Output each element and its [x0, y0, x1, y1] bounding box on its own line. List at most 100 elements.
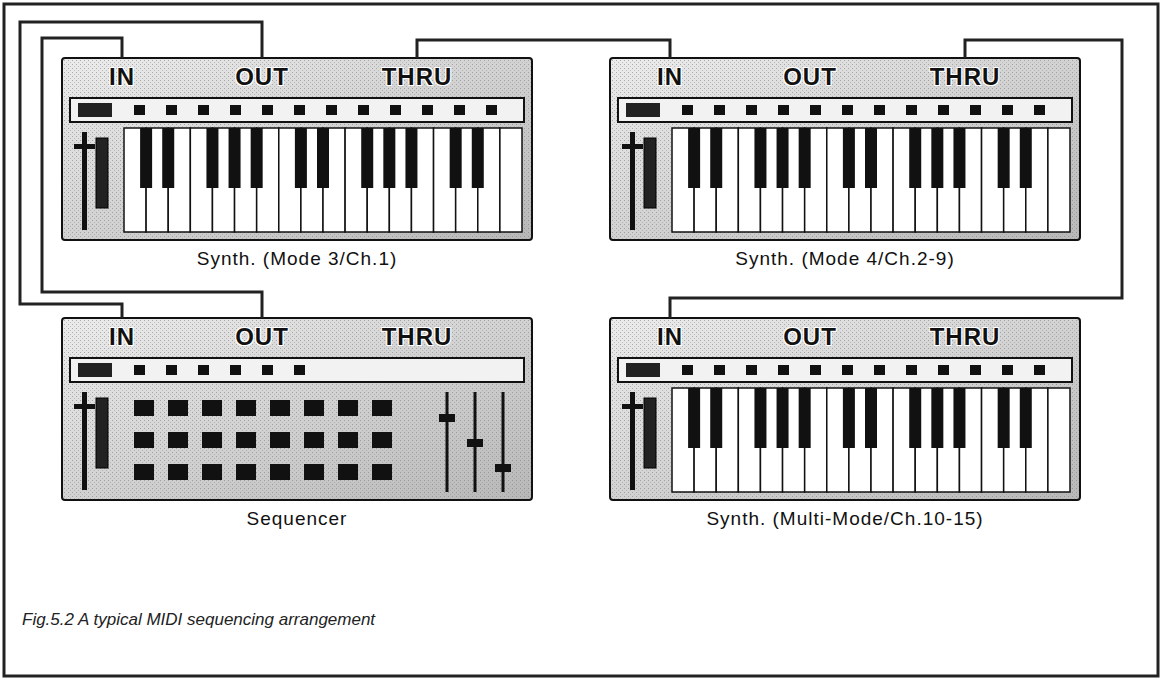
midi-cable [670, 40, 1122, 318]
button [906, 105, 917, 115]
button [970, 105, 981, 115]
mod-slider [96, 138, 108, 208]
fader-knob [439, 414, 455, 422]
button [906, 365, 917, 375]
button [778, 365, 789, 375]
figure-caption: Fig.5.2 A typical MIDI sequencing arrang… [22, 610, 375, 630]
pad [134, 400, 154, 416]
black-key [865, 388, 877, 448]
button [1002, 365, 1013, 375]
black-key [754, 388, 766, 448]
port-label: IN [109, 63, 135, 91]
black-key [688, 388, 700, 448]
fader-track [502, 392, 505, 492]
button [714, 105, 725, 115]
black-key [710, 128, 722, 188]
button [230, 105, 241, 115]
pad [338, 400, 358, 416]
pitch-wheel [622, 404, 643, 409]
button-bar [618, 358, 1072, 382]
pad [304, 432, 324, 448]
black-key [799, 128, 811, 188]
device-name: Sequencer [62, 508, 532, 530]
black-key [229, 128, 241, 188]
button [938, 105, 949, 115]
black-key [998, 388, 1010, 448]
button [874, 105, 885, 115]
black-key [140, 128, 152, 188]
white-key [1048, 128, 1070, 232]
black-key [909, 388, 921, 448]
black-key [931, 128, 943, 188]
pad [304, 400, 324, 416]
sequencer-unit [62, 318, 532, 500]
black-key [295, 128, 307, 188]
black-key [998, 128, 1010, 188]
pad [338, 464, 358, 480]
black-key [777, 388, 789, 448]
mod-slider [96, 398, 108, 468]
pad [304, 464, 324, 480]
black-key [931, 388, 943, 448]
device-name: Synth. (Multi-Mode/Ch.10-15) [610, 508, 1080, 530]
button [294, 365, 305, 375]
black-key [1020, 388, 1032, 448]
port-label: OUT [783, 63, 837, 91]
mod-slider [644, 398, 656, 468]
pitch-wheel [622, 144, 643, 149]
pad [202, 464, 222, 480]
button [682, 105, 693, 115]
port-label: IN [109, 323, 135, 351]
device-panel: INOUTTHRUSynth. (Mode 3/Ch.1) [62, 58, 532, 280]
button [938, 365, 949, 375]
button [262, 365, 273, 375]
black-key [206, 128, 218, 188]
pad [236, 464, 256, 480]
white-key [1048, 388, 1070, 492]
button [682, 365, 693, 375]
port-label: THRU [382, 63, 453, 91]
pad [372, 464, 392, 480]
panel-body [610, 318, 1080, 500]
black-key [162, 128, 174, 188]
button [326, 105, 337, 115]
button [166, 105, 177, 115]
port-label: IN [657, 323, 683, 351]
black-key [472, 128, 484, 188]
button [198, 365, 209, 375]
black-key [251, 128, 263, 188]
button [778, 105, 789, 115]
button [166, 365, 177, 375]
button [486, 105, 497, 115]
button-bar [618, 98, 1072, 122]
pad [168, 432, 188, 448]
button [1034, 105, 1045, 115]
button [134, 365, 145, 375]
synth-unit [610, 58, 1080, 240]
black-key [383, 128, 395, 188]
pad [134, 464, 154, 480]
mod-slider [644, 138, 656, 208]
button [970, 365, 981, 375]
midi-cable [417, 40, 670, 58]
black-key [777, 128, 789, 188]
pad [236, 400, 256, 416]
port-label: OUT [235, 323, 289, 351]
device-name: Synth. (Mode 3/Ch.1) [62, 248, 532, 270]
synth-unit [610, 318, 1080, 500]
panel-texture [610, 318, 1080, 500]
button [746, 365, 757, 375]
device-panel: INOUTTHRUSequencer [62, 318, 532, 540]
button [810, 105, 821, 115]
black-key [865, 128, 877, 188]
black-key [799, 388, 811, 448]
pad [270, 400, 290, 416]
midi-cable [20, 22, 262, 318]
device-panel: INOUTTHRUSynth. (Multi-Mode/Ch.10-15) [610, 318, 1080, 540]
button [810, 365, 821, 375]
panel-body [610, 58, 1080, 240]
port-label: IN [657, 63, 683, 91]
button-bar [70, 358, 524, 382]
pitch-wheel [74, 144, 95, 149]
button-bar [70, 98, 524, 122]
